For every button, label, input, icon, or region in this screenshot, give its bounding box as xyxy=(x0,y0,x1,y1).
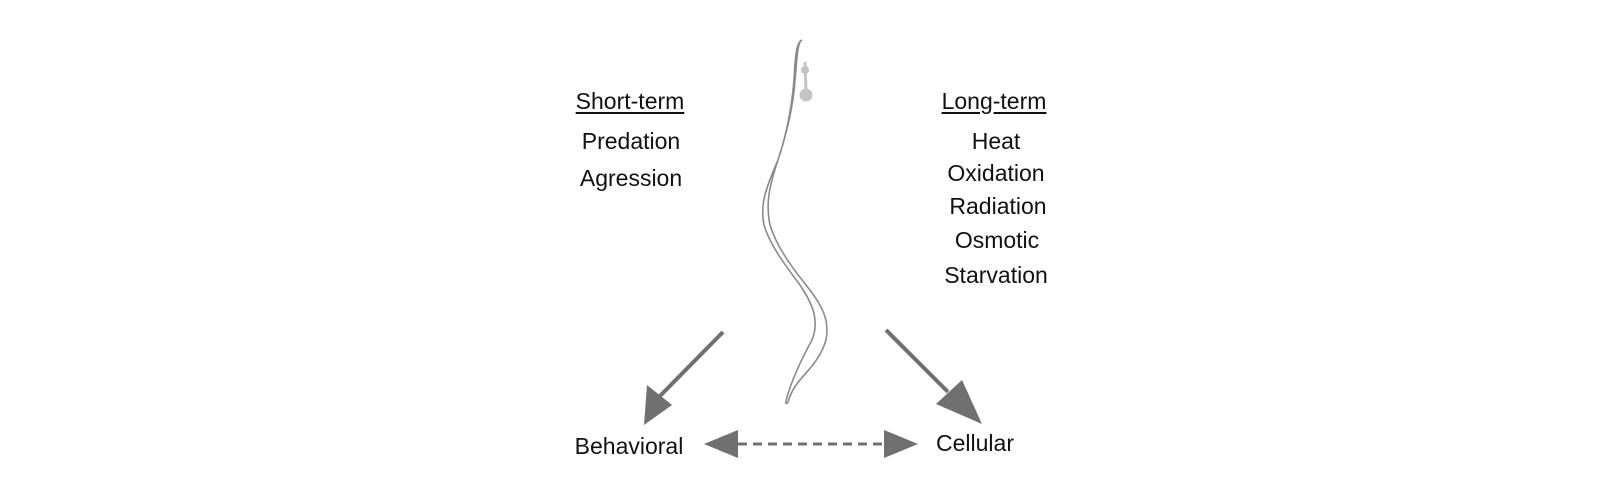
long-term-item-heat: Heat xyxy=(971,128,1021,154)
short-term-item-agression: Agression xyxy=(579,165,683,191)
long-term-item-radiation: Radiation xyxy=(949,193,1047,219)
long-term-heading: Long-term xyxy=(941,88,1047,114)
worm-icon xyxy=(761,39,828,405)
arrow-behavioral-cellular-bidirectional xyxy=(704,430,918,458)
worm-pharynx-bulb-front xyxy=(801,66,809,74)
short-term-item-predation: Predation xyxy=(581,128,681,154)
long-term-item-oxidation: Oxidation xyxy=(947,160,1045,186)
arrow-short-to-behavioral xyxy=(644,330,725,425)
long-term-item-starvation: Starvation xyxy=(944,262,1048,288)
worm-pharynx-bulb-rear xyxy=(799,88,813,102)
long-term-item-osmotic: Osmotic xyxy=(954,227,1040,253)
short-term-heading: Short-term xyxy=(575,88,685,114)
worm-body-outline xyxy=(761,39,828,405)
arrow-long-to-cellular xyxy=(884,328,982,424)
outcome-cellular: Cellular xyxy=(936,430,1014,456)
outcome-behavioral: Behavioral xyxy=(574,433,684,459)
